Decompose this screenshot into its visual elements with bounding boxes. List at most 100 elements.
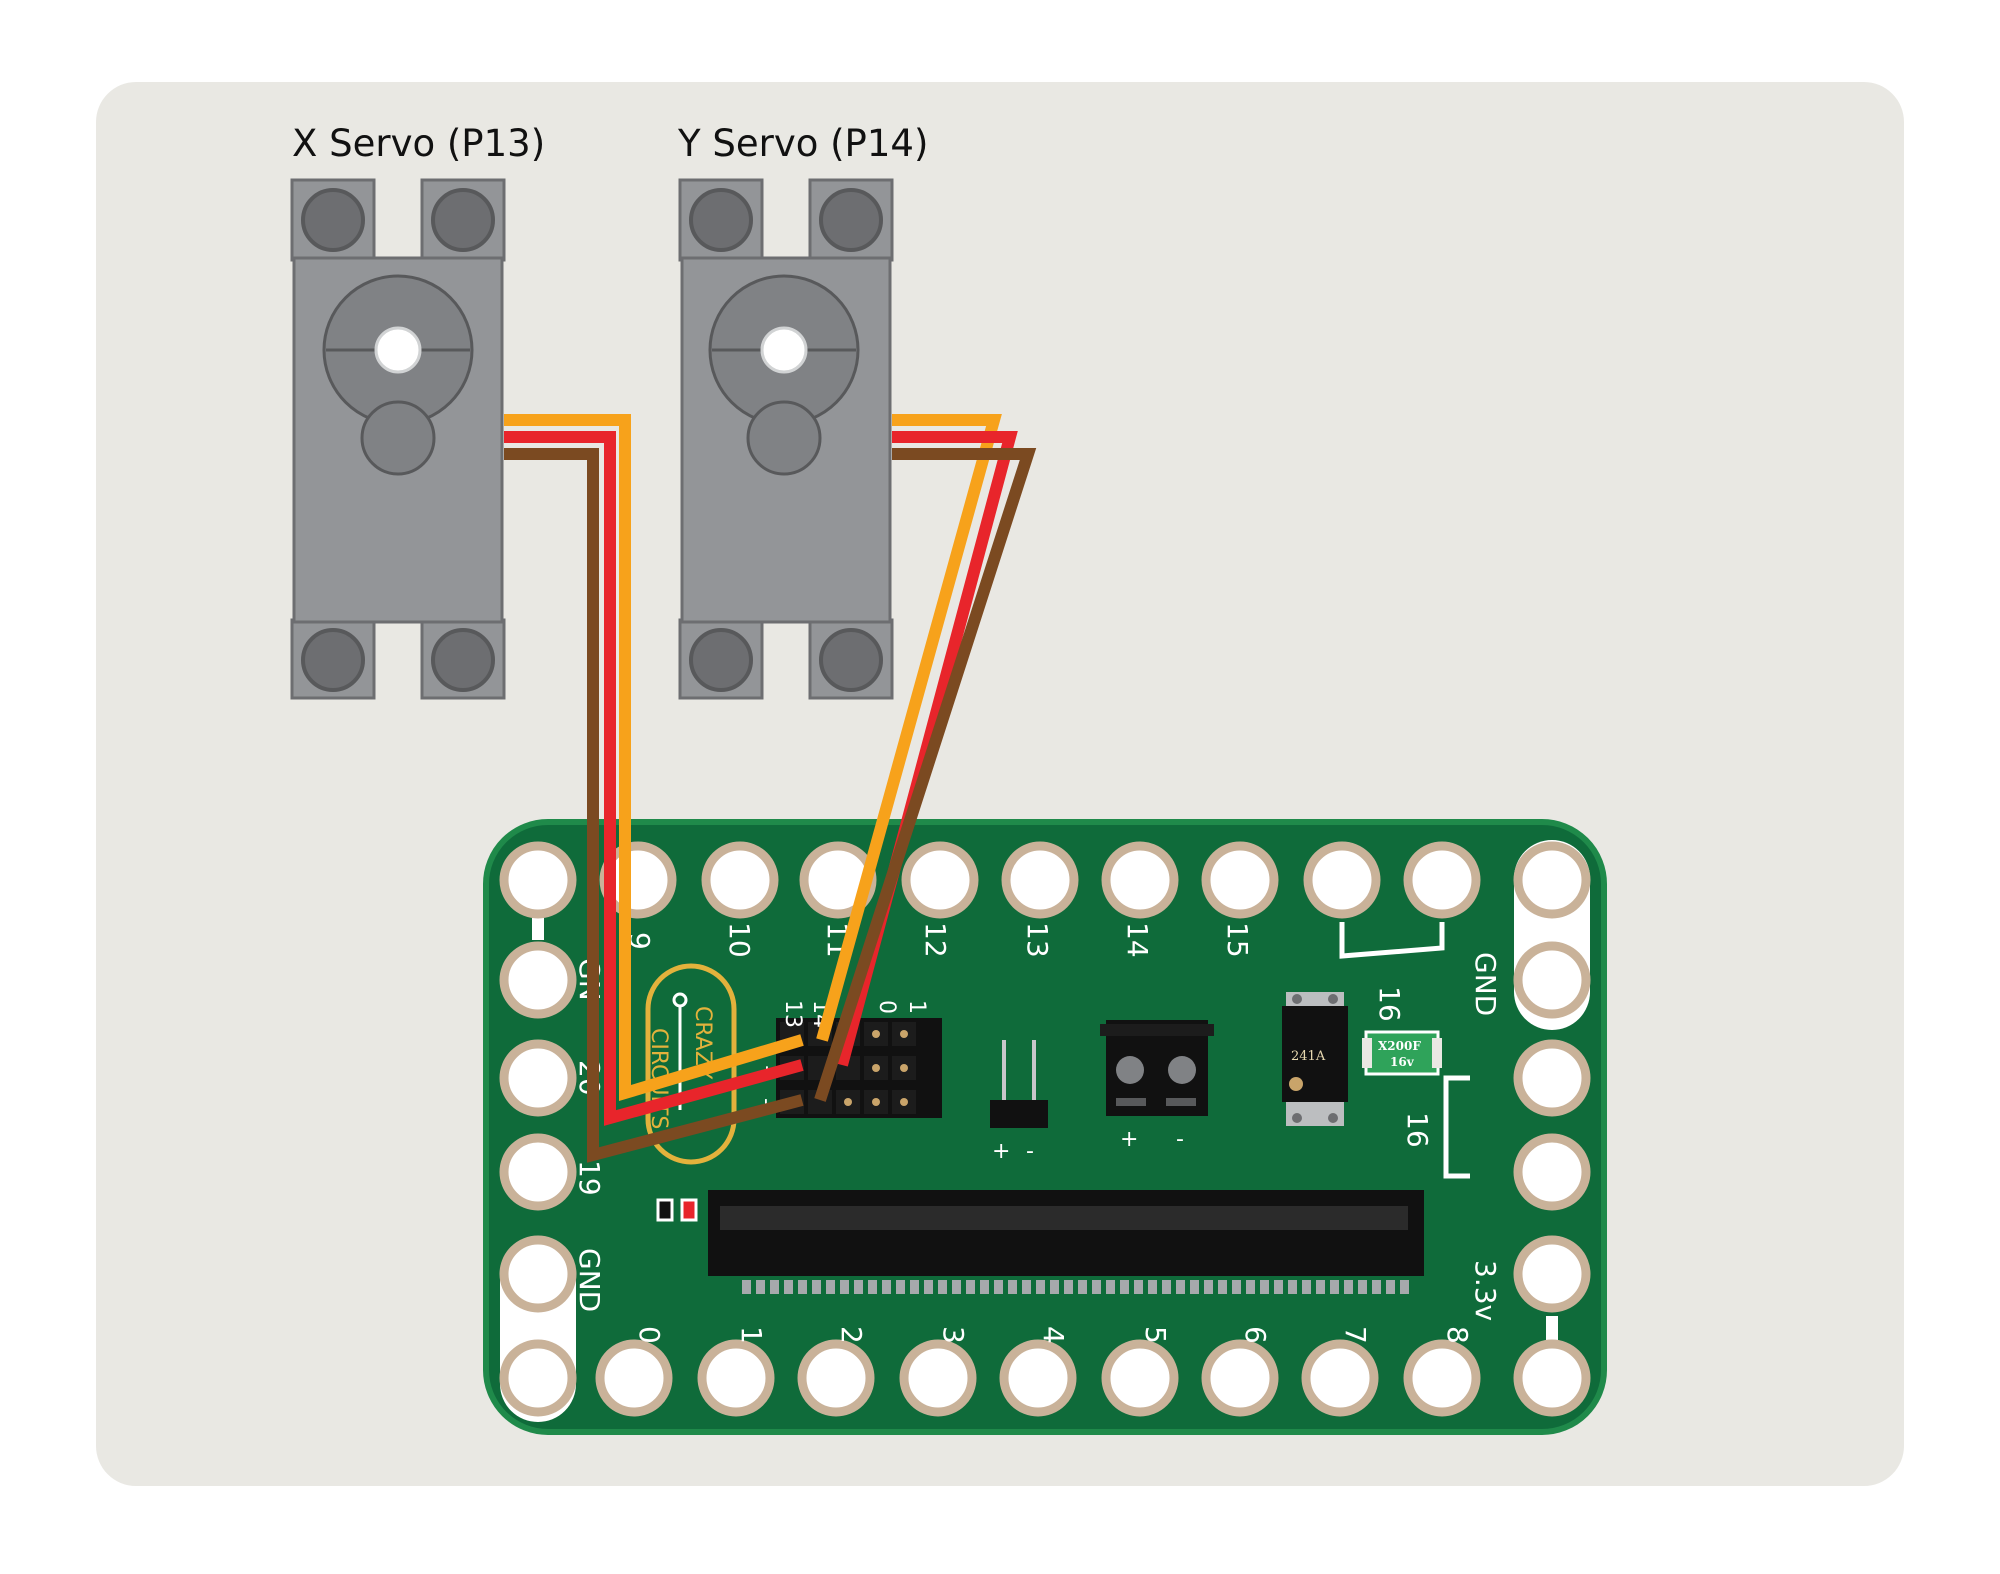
pin-pad	[901, 841, 979, 919]
y-servo-signal-wire	[816, 414, 1002, 1042]
edge-contact	[770, 1280, 779, 1294]
edge-contact	[854, 1280, 863, 1294]
edge-contact	[938, 1280, 947, 1294]
pin-pad	[697, 1339, 775, 1417]
edge-contact	[756, 1280, 765, 1294]
pin-pad	[1201, 1339, 1279, 1417]
x-servo-shaft	[374, 326, 422, 374]
fuse-x200f: X200F 16v	[1362, 1030, 1442, 1076]
y-servo: Y Servo (P14)	[677, 122, 928, 700]
pin-pad	[499, 1133, 577, 1211]
edge-contact	[1176, 1280, 1185, 1294]
edge-contact	[1120, 1280, 1129, 1294]
x-servo-screw-hole	[301, 188, 365, 252]
edge-contact	[994, 1280, 1003, 1294]
pin-pad	[595, 1339, 673, 1417]
pin-label-13: 13	[1021, 922, 1054, 958]
pin-pad	[797, 1339, 875, 1417]
terminal-slot	[1116, 1098, 1146, 1106]
pin-label-2: 2	[835, 1326, 868, 1344]
header-pin	[900, 1098, 908, 1106]
polarity-mark-black	[656, 1198, 674, 1222]
crazy-circuits-board: 9 10 11 12 13 14 15 GN 20 19 GND GND 16 …	[483, 819, 1607, 1435]
pin-pad	[499, 841, 577, 919]
x-servo-power-wire	[504, 431, 804, 1126]
edge-contacts	[742, 1280, 1409, 1294]
pin-label-0: 0	[633, 1326, 666, 1344]
edge-contact	[966, 1280, 975, 1294]
edge-contact	[1022, 1280, 1031, 1294]
fuse-cap	[1362, 1038, 1372, 1068]
edge-contact	[1372, 1280, 1381, 1294]
pin-pad	[499, 941, 577, 1019]
pin-label-16-top: 16	[1373, 986, 1406, 1022]
trace-16-top	[1339, 922, 1445, 959]
y-servo-screw-hole	[689, 188, 753, 252]
y-servo-screw-hole	[819, 628, 883, 692]
y-servo-ground-wire	[814, 448, 1037, 1102]
pin-label-3: 3	[937, 1326, 970, 1344]
terminal-minus-label: -	[1176, 1127, 1184, 1152]
dc-minus-label: -	[1026, 1139, 1034, 1164]
pin-pad	[1303, 841, 1381, 919]
chip-pin1-dot	[1289, 1077, 1303, 1091]
pin-label-6: 6	[1239, 1326, 1272, 1344]
pad-bridge	[532, 918, 544, 940]
edge-contact	[1246, 1280, 1255, 1294]
screw-terminal: + -	[1100, 1020, 1214, 1152]
polarity-mark-red	[680, 1198, 698, 1222]
header-pin	[872, 1030, 880, 1038]
edge-contact	[840, 1280, 849, 1294]
pin-label-1: 1	[735, 1326, 768, 1344]
x-servo-ground-wire	[504, 448, 804, 1163]
header-label-13: 13	[780, 1000, 805, 1028]
edge-connector-slot	[708, 1190, 1424, 1276]
header-pin	[872, 1098, 880, 1106]
pin-pad	[1513, 1235, 1591, 1313]
pin-pad	[1403, 841, 1481, 919]
edge-contact	[1134, 1280, 1143, 1294]
pin-label-gnd-bottom-left: GND	[573, 1248, 606, 1312]
dc-header-housing	[990, 1100, 1048, 1128]
x-servo-screw-hole	[301, 628, 365, 692]
header-pin	[900, 1064, 908, 1072]
edge-contact	[1316, 1280, 1325, 1294]
pin-pad	[1513, 841, 1591, 919]
header-pin	[872, 1064, 880, 1072]
edge-contact	[1036, 1280, 1045, 1294]
pin-label-16-right: 16	[1401, 1112, 1434, 1148]
edge-contact	[896, 1280, 905, 1294]
edge-contact	[980, 1280, 989, 1294]
y-servo-title: Y Servo (P14)	[677, 122, 928, 165]
edge-contact	[1288, 1280, 1297, 1294]
pin-pad	[899, 1339, 977, 1417]
fuse-text-line1: X200F	[1378, 1039, 1421, 1053]
pin-pad	[499, 1339, 577, 1417]
terminal-screw	[1116, 1056, 1144, 1084]
chip-text: 241A	[1291, 1049, 1326, 1064]
y-servo-screw-hole	[819, 188, 883, 252]
pin-label-15: 15	[1221, 922, 1254, 958]
edge-contact	[812, 1280, 821, 1294]
pin-pad	[1403, 1339, 1481, 1417]
edge-contact	[1218, 1280, 1227, 1294]
pin-label-19: 19	[573, 1160, 606, 1196]
pin-pad	[1001, 841, 1079, 919]
chip-lead-dot	[1328, 994, 1338, 1004]
edge-contact	[910, 1280, 919, 1294]
x-servo-screw-hole	[431, 188, 495, 252]
terminal-screw	[1168, 1056, 1196, 1084]
edge-contact	[882, 1280, 891, 1294]
edge-contact	[1050, 1280, 1059, 1294]
header-label-1: 1	[904, 1000, 929, 1014]
edge-contact	[868, 1280, 877, 1294]
y-servo-horn-lobe	[746, 400, 822, 476]
edge-contact	[1358, 1280, 1367, 1294]
edge-contact	[1148, 1280, 1157, 1294]
left-pad-column	[499, 941, 577, 1417]
edge-contact	[784, 1280, 793, 1294]
terminal-top-lip	[1100, 1024, 1214, 1036]
edge-contact	[798, 1280, 807, 1294]
edge-contact	[742, 1280, 751, 1294]
